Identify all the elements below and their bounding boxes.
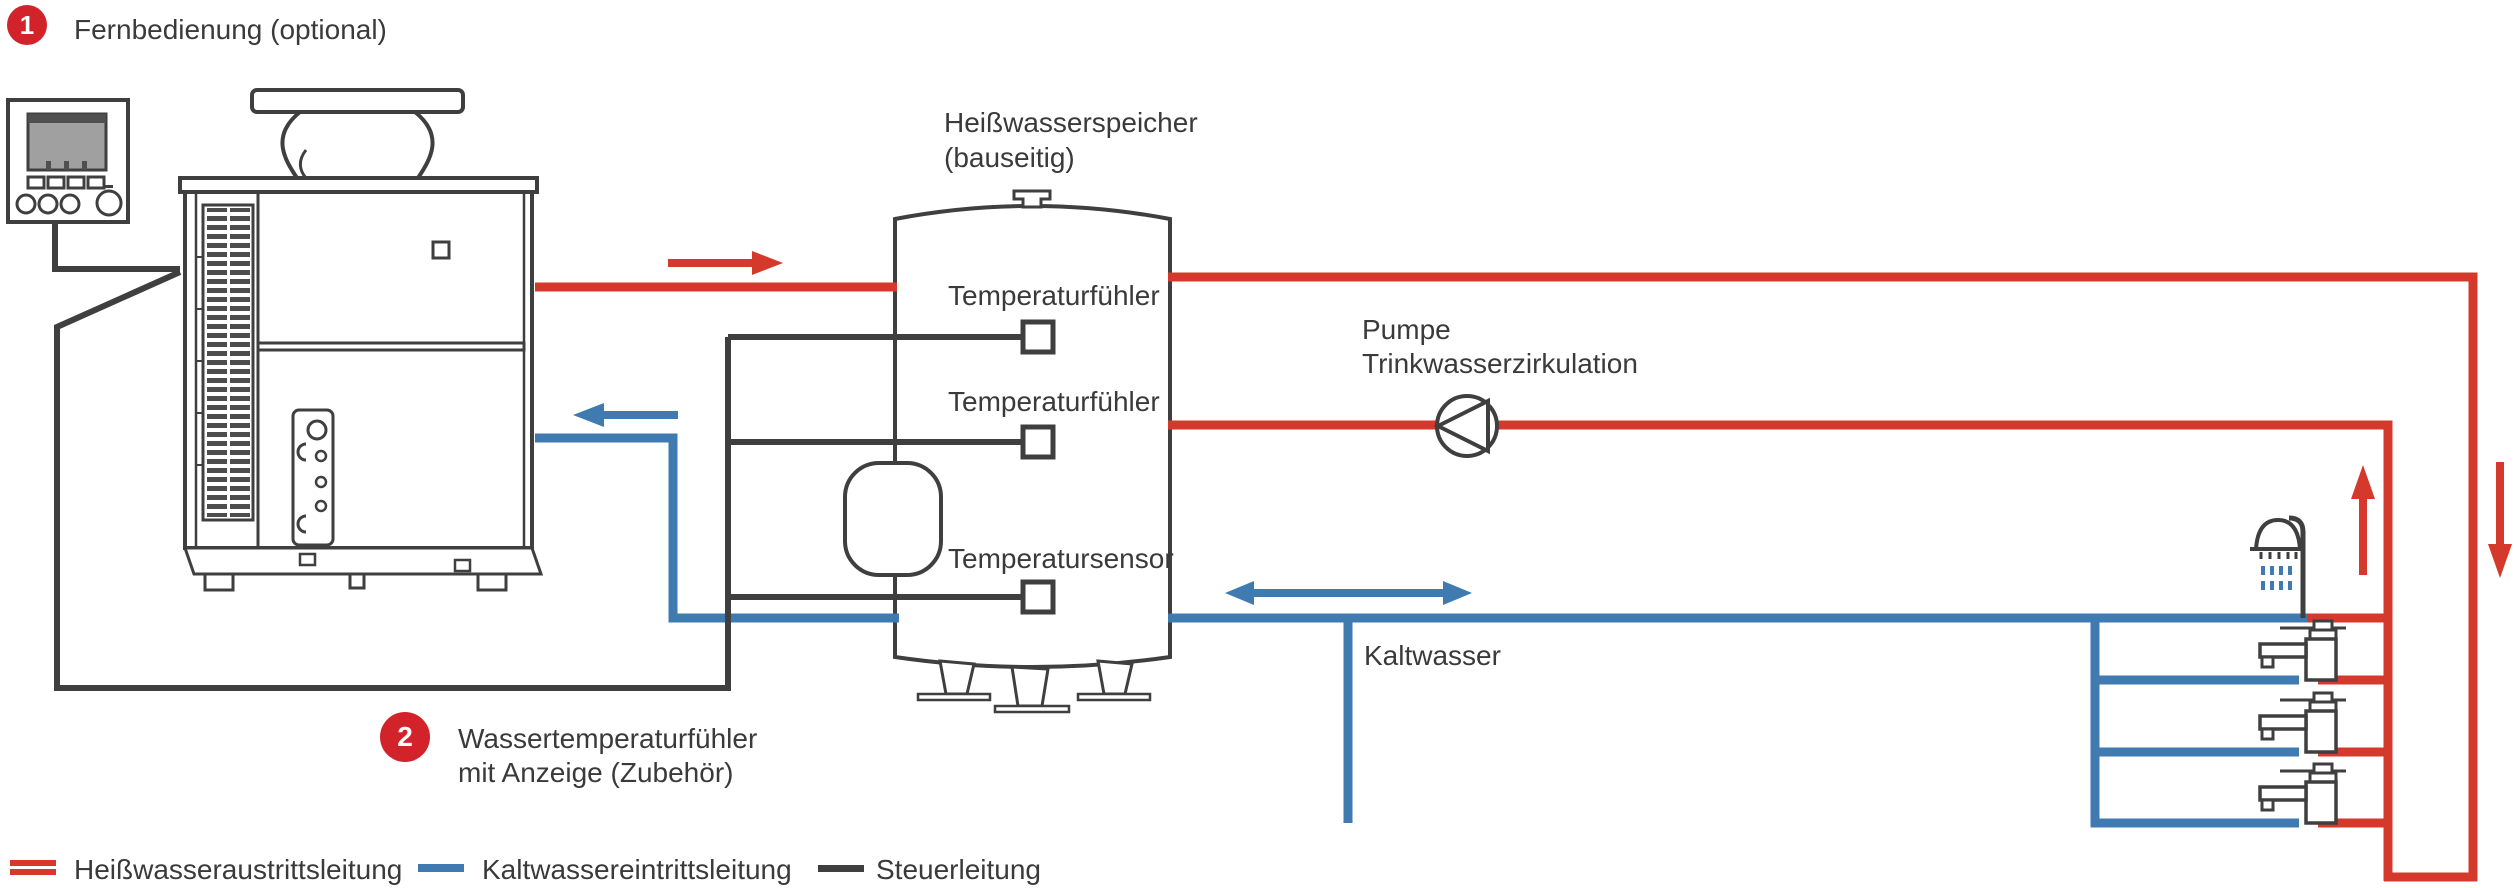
sensor-bottom-label: Temperatursensor — [948, 543, 1174, 574]
tank-cap-icon — [1012, 189, 1052, 209]
pump-label-line1: Pumpe — [1362, 314, 1451, 345]
sensor-control-line — [54, 269, 731, 691]
hot-supply-loop — [1168, 272, 2478, 882]
temperature-sensor-top-icon — [1020, 319, 1056, 355]
remote-control — [6, 98, 130, 224]
tank-feet-icon — [916, 659, 1152, 714]
callout-badge-1: 1 — [7, 5, 47, 45]
temperature-sensor-mid-icon — [1020, 424, 1056, 460]
tank-coil-icon — [843, 461, 943, 577]
water-temp-sensor-label-line2: mit Anzeige (Zubehör) — [458, 757, 734, 788]
hot-flow-up-arrow-icon — [2351, 465, 2375, 575]
fan-cowl-icon — [250, 88, 465, 180]
hot-flow-down-arrow-icon — [2488, 462, 2512, 578]
faucet-icon — [2258, 691, 2348, 754]
remote-control-line — [52, 220, 180, 272]
control-lines — [52, 220, 1026, 691]
tank-title-line1: Heißwasserspeicher — [944, 107, 1198, 138]
control-line-swatch-icon — [818, 865, 864, 872]
legend-cold-label: Kaltwassereintrittsleitung — [482, 854, 792, 885]
pump-icon — [1433, 394, 1499, 458]
heat-pump-unit — [178, 88, 544, 592]
hot-line-swatch-icon — [10, 860, 56, 875]
hot-water-pipes — [535, 272, 2478, 882]
remote-label: Fernbedienung (optional) — [74, 14, 387, 45]
temperature-sensor-bottom-icon — [1020, 579, 1056, 615]
pipe-cover-plate-icon — [291, 408, 335, 547]
shower-icon — [2250, 515, 2306, 618]
hot-flow-right-arrow-icon — [668, 251, 783, 275]
water-drops-icon — [2261, 566, 2292, 590]
flow-arrows — [573, 251, 2512, 605]
callout-badge-2: 2 — [380, 712, 430, 762]
legend-control-label: Steuerleitung — [876, 854, 1042, 885]
pump-label-line2: Trinkwasserzirkulation — [1362, 348, 1638, 379]
cold-flow-double-arrow-icon — [1225, 581, 1472, 605]
water-temp-sensor-label-line1: Wassertemperaturfühler — [458, 723, 758, 754]
sensor-mid-label: Temperaturfühler — [948, 386, 1160, 417]
circulation-return-pipe — [1168, 420, 2393, 881]
tank-title-line2: (bauseitig) — [944, 142, 1075, 173]
sensor-top-label: Temperaturfühler — [948, 280, 1160, 311]
grille-icon — [196, 203, 255, 522]
cold-inlet-pipe — [535, 433, 899, 623]
faucet-icon — [2258, 762, 2348, 825]
cold-line-swatch-icon — [418, 864, 464, 872]
temperature-sensors — [1020, 319, 1056, 615]
cold-water-pipes — [535, 433, 2307, 828]
cold-flow-left-arrow-icon — [573, 403, 678, 427]
legend-hot-label: Heißwasseraustrittsleitung — [74, 854, 403, 885]
faucet-icon — [2258, 619, 2348, 682]
cold-water-label: Kaltwasser — [1364, 640, 1501, 671]
